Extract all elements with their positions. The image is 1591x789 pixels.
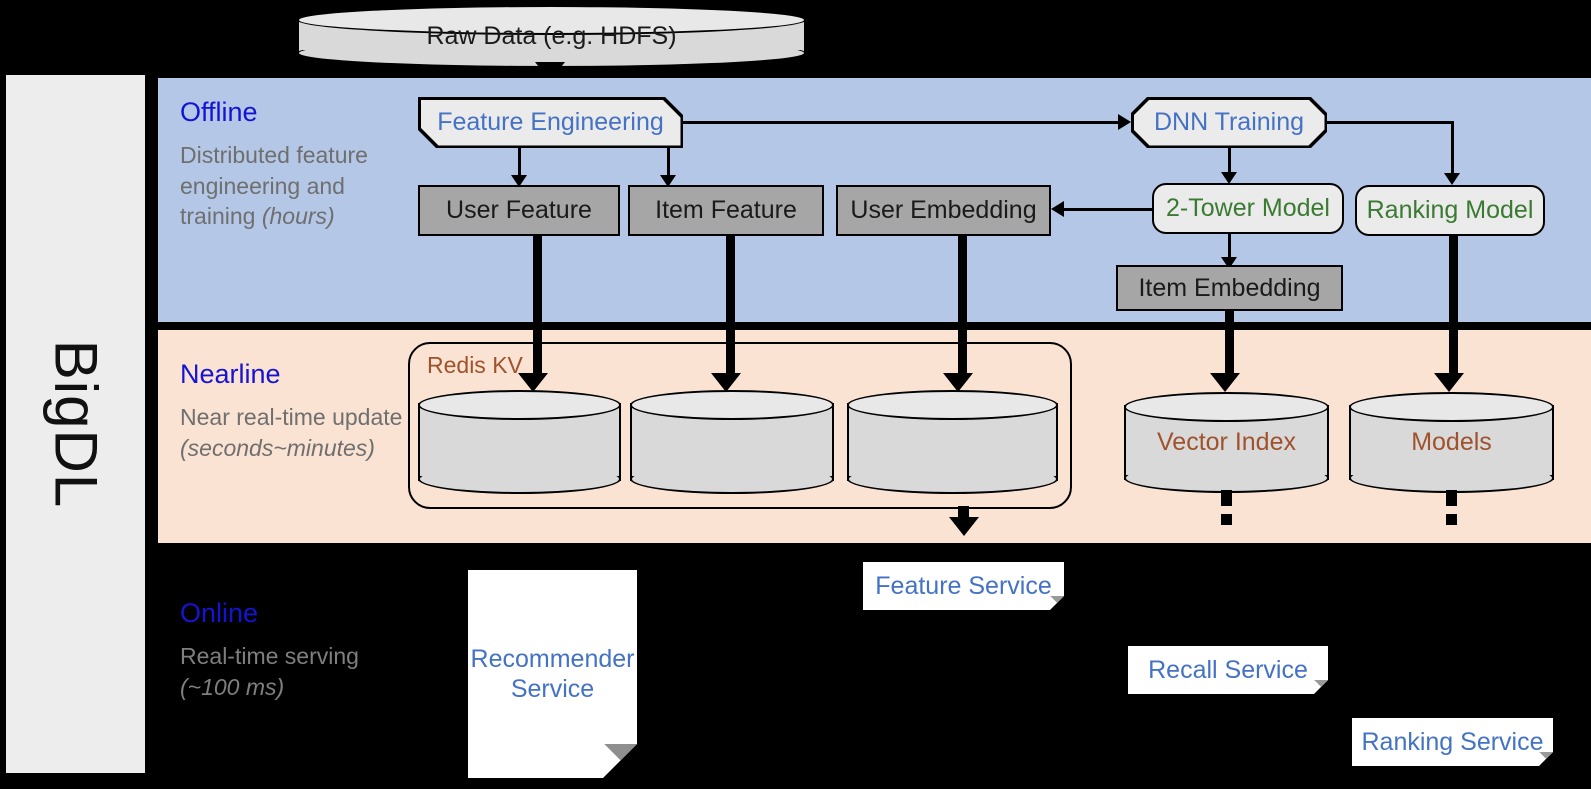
connector-dnn-ranking-h (1327, 121, 1453, 124)
two-tower-model-box[interactable]: 2-Tower Model (1152, 183, 1344, 234)
recall-service-label: Recall Service (1148, 656, 1308, 684)
arrowhead-itemfeature-store2 (711, 373, 741, 392)
band-offline-title: Offline (180, 97, 258, 127)
recommender-service-label: Recommender Service (470, 645, 635, 703)
band-offline-subtitle-italic: (hours) (261, 203, 335, 230)
connector-fe-userfeature (518, 148, 521, 178)
band-offline-subtitle: Distributed feature engineering and trai… (180, 140, 410, 232)
models-label: Models (1411, 428, 1492, 456)
user-feature-label: User Feature (446, 196, 592, 225)
models-cylinder: Models (1349, 392, 1554, 493)
band-nearline-title: Nearline (180, 359, 281, 389)
ranking-model-label: Ranking Model (1366, 196, 1534, 225)
arrowhead-2tower-userembedding (1051, 201, 1064, 217)
arrowhead-kv-featureservice (949, 517, 979, 536)
band-online-title: Online (180, 598, 259, 628)
user-feature-box[interactable]: User Feature (418, 185, 620, 236)
dash-stub-models-2 (1446, 514, 1457, 525)
dnn-training-box[interactable]: DNN Training (1131, 97, 1327, 148)
user-embedding-label: User Embedding (850, 196, 1037, 225)
kv-store-cylinder-2 (630, 390, 834, 494)
feature-engineering-label: Feature Engineering (437, 108, 664, 136)
connector-dnn-2tower (1228, 148, 1231, 175)
item-embedding-label: Item Embedding (1138, 273, 1321, 302)
recommender-service-box[interactable]: Recommender Service (468, 570, 637, 778)
cylinder-top (1349, 392, 1554, 422)
item-feature-label: Item Feature (655, 196, 797, 225)
band-nearline-subtitle-plain: Near real-time update (180, 404, 403, 430)
kv-store-cylinder-1 (418, 390, 621, 494)
arrowhead-fe-itemfeature (660, 175, 676, 187)
feature-service-box[interactable]: Feature Service (863, 562, 1064, 610)
user-embedding-box[interactable]: User Embedding (836, 185, 1051, 236)
dash-stub-vectorindex-1 (1221, 490, 1232, 506)
kv-store-2-label (630, 390, 834, 494)
band-offline: Offline Distributed feature engineering … (158, 78, 1591, 322)
connector-itemembedding-vectorindex (1225, 311, 1234, 381)
arrowhead-fe-dnn (1118, 114, 1131, 130)
arrowhead-itemembedding-vectorindex (1210, 373, 1240, 392)
kv-store-cylinder-3 (847, 390, 1058, 494)
arrowhead-dnn-ranking (1444, 173, 1460, 185)
redis-kv-group (408, 342, 1072, 509)
raw-data-cylinder: Raw Data (e.g. HDFS) (297, 5, 806, 68)
ranking-service-box[interactable]: Ranking Service (1352, 718, 1553, 766)
cylinder-top (630, 390, 834, 420)
kv-store-3-label (847, 390, 1058, 494)
arrowhead-rawdata-fe (535, 62, 565, 81)
arrowhead-rankingmodel-models (1434, 373, 1464, 392)
raw-data-label: Raw Data (e.g. HDFS) (426, 22, 677, 50)
item-embedding-box[interactable]: Item Embedding (1116, 265, 1343, 311)
box-fill: DNN Training (1134, 100, 1325, 146)
connector-itemfeature-store2 (726, 236, 735, 381)
two-tower-model-label: 2-Tower Model (1166, 194, 1330, 223)
bigdl-rail-label: BigDL (42, 339, 109, 509)
band-online-subtitle-italic: (~100 ms) (180, 673, 285, 700)
kv-store-1-label (418, 390, 621, 494)
feature-service-label: Feature Service (875, 572, 1052, 600)
box-fill: Feature Engineering (421, 100, 681, 146)
band-online-subtitle: Real-time serving (~100 ms) (180, 641, 410, 702)
connector-fe-dnn (683, 121, 1119, 124)
vector-index-cylinder: Vector Index (1124, 392, 1329, 493)
cylinder-top (297, 5, 806, 35)
vector-index-label: Vector Index (1157, 428, 1296, 456)
connector-userfeature-store1 (533, 236, 542, 381)
band-online-subtitle-plain: Real-time serving (180, 643, 359, 669)
connector-kv-featureservice (958, 506, 969, 520)
feature-engineering-box[interactable]: Feature Engineering (418, 97, 683, 148)
dash-stub-vectorindex-2 (1221, 514, 1232, 525)
cylinder-top (418, 390, 621, 420)
connector-2tower-userembedding (1064, 208, 1154, 211)
item-feature-box[interactable]: Item Feature (628, 185, 824, 236)
dash-stub-models-1 (1446, 490, 1457, 506)
arrowhead-userfeature-store1 (518, 373, 548, 392)
connector-rankingmodel-models (1449, 236, 1458, 381)
band-offline-subtitle-plain: Distributed feature engineering and trai… (180, 142, 368, 230)
connector-dnn-ranking-v (1451, 121, 1454, 176)
connector-2tower-itemembedding (1228, 234, 1231, 260)
arrowhead-userembedding-store3 (943, 373, 973, 392)
ranking-model-box[interactable]: Ranking Model (1355, 185, 1545, 236)
bigdl-rail: BigDL (6, 75, 145, 773)
cylinder-top (1124, 392, 1329, 422)
redis-kv-label: Redis KV (427, 352, 523, 378)
ranking-service-label: Ranking Service (1361, 728, 1544, 756)
dnn-training-label: DNN Training (1153, 108, 1305, 136)
recall-service-box[interactable]: Recall Service (1128, 646, 1328, 694)
arrowhead-dnn-2tower (1221, 172, 1237, 184)
cylinder-top (847, 390, 1058, 420)
band-nearline-subtitle: Near real-time update (seconds~minutes) (180, 402, 410, 463)
band-nearline-subtitle-italic: (seconds~minutes) (180, 434, 375, 461)
connector-fe-itemfeature (667, 148, 670, 178)
arrowhead-fe-userfeature (511, 175, 527, 187)
connector-userembedding-store3 (958, 236, 967, 381)
